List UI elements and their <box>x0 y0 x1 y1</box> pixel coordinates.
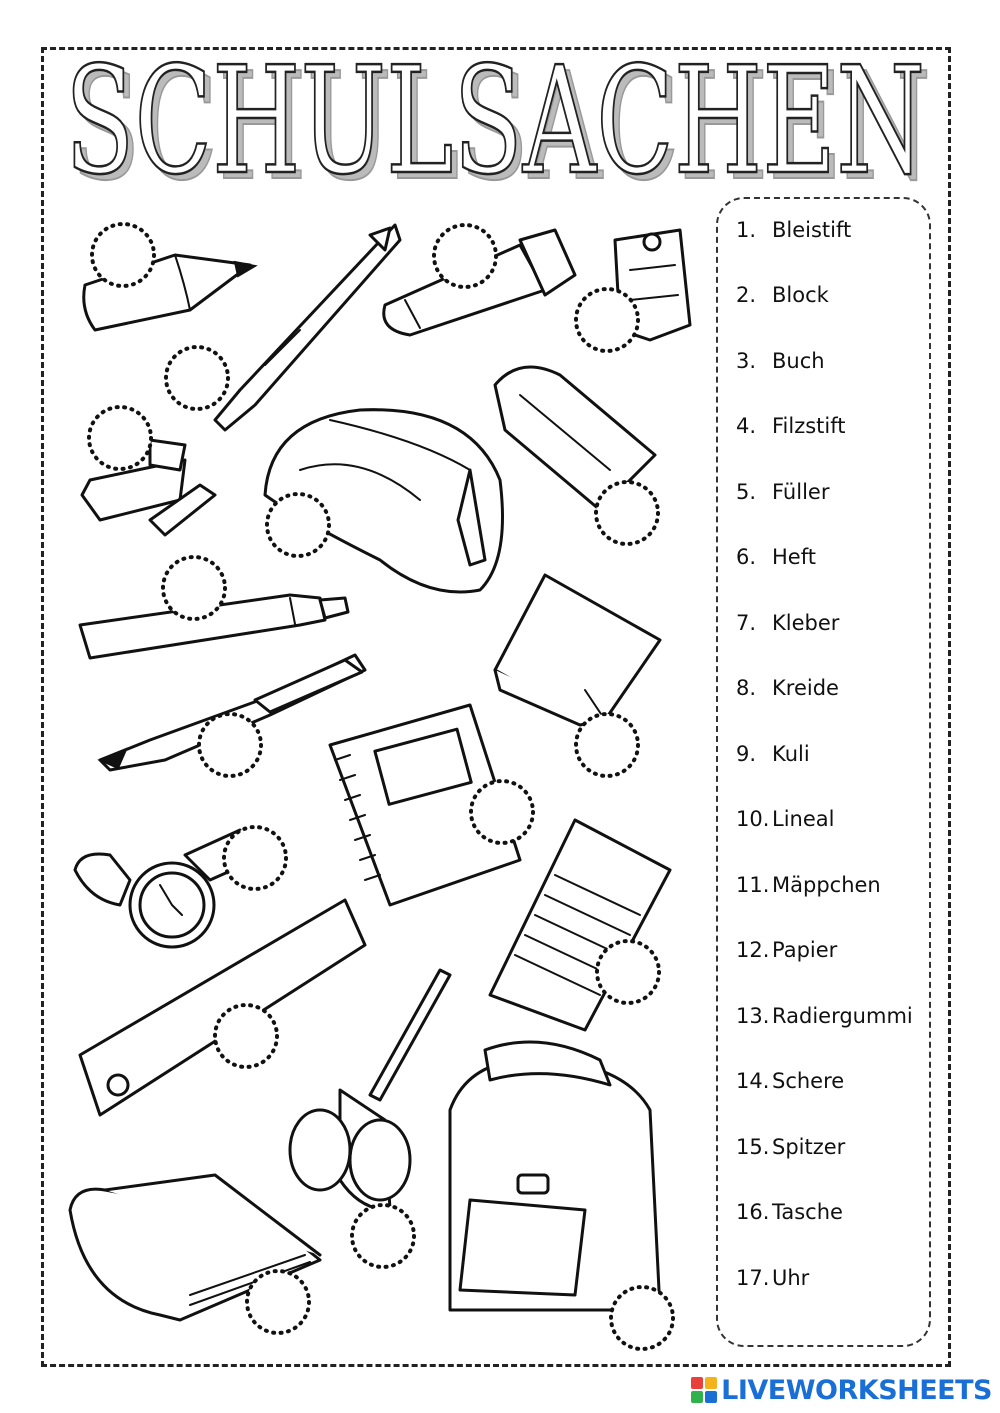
glue-stick-drawing <box>382 228 577 337</box>
answer-circle[interactable] <box>161 555 227 621</box>
word-number: 16. <box>736 1200 770 1224</box>
backpack-drawing <box>448 1040 662 1312</box>
word-bank-item: 1. Bleistift <box>736 218 851 248</box>
word-number: 11. <box>736 873 770 897</box>
word-bank-item: 15.Spitzer <box>736 1135 845 1165</box>
answer-circle[interactable] <box>164 345 230 411</box>
word-bank-item: 11.Mäppchen <box>736 873 881 903</box>
answer-circle[interactable] <box>197 712 263 778</box>
word-number: 13. <box>736 1004 770 1028</box>
fountain-pen-drawing <box>97 653 367 772</box>
title-shadow: SCHULSACHEN <box>71 41 931 200</box>
word-bank <box>716 197 931 1347</box>
word-label: Papier <box>772 938 838 962</box>
word-number: 1. <box>736 218 757 242</box>
sticky-paper-drawing <box>493 573 662 727</box>
word-bank-item: 2. Block <box>736 283 829 313</box>
logo-square-icon <box>691 1377 704 1389</box>
eraser-chalk-drawing <box>80 438 217 537</box>
word-number: 5. <box>736 480 757 504</box>
answer-circle[interactable] <box>222 825 288 891</box>
word-label: Filzstift <box>772 414 846 438</box>
word-label: Füller <box>772 480 830 504</box>
logo-square-icon <box>705 1391 718 1403</box>
word-label: Kreide <box>772 676 839 700</box>
word-label: Buch <box>772 349 825 373</box>
answer-circle[interactable] <box>469 779 535 845</box>
answer-circle[interactable] <box>265 492 331 558</box>
answer-circle[interactable] <box>245 1269 311 1335</box>
word-bank-item: 6. Heft <box>736 545 816 575</box>
word-label: Schere <box>772 1069 845 1093</box>
liveworksheets-logo[interactable]: LIVEWORKSHEETS <box>691 1373 992 1407</box>
word-bank-item: 14.Schere <box>736 1069 844 1099</box>
word-bank-item: 4. Filzstift <box>736 414 846 444</box>
word-number: 6. <box>736 545 757 569</box>
worksheet-title: SCHULSACHEN SCHULSACHEN <box>64 40 932 200</box>
word-number: 4. <box>736 414 757 438</box>
word-label: Block <box>772 283 829 307</box>
pencil-case-drawing <box>263 408 504 594</box>
word-label: Mäppchen <box>772 873 881 897</box>
word-number: 10. <box>736 807 770 831</box>
word-bank-item: 7. Kleber <box>736 611 839 641</box>
word-bank-item: 12.Papier <box>736 938 837 968</box>
notepad-drawing <box>488 818 672 1032</box>
answer-circle[interactable] <box>574 287 640 353</box>
word-label: Radiergummi <box>772 1004 913 1028</box>
word-bank-item: 5. Füller <box>736 480 829 510</box>
word-label: Kleber <box>772 611 840 635</box>
logo-square-icon <box>691 1391 704 1403</box>
word-number: 8. <box>736 676 757 700</box>
word-number: 9. <box>736 742 757 766</box>
word-bank-item: 8. Kreide <box>736 676 839 706</box>
word-number: 12. <box>736 938 770 962</box>
scissors-drawing <box>288 968 452 1212</box>
word-label: Uhr <box>772 1266 810 1290</box>
logo-square-icon <box>705 1377 718 1389</box>
word-bank-item: 17.Uhr <box>736 1266 809 1296</box>
liveworksheets-logo-icon <box>691 1377 718 1403</box>
answer-circle[interactable] <box>90 222 156 288</box>
word-bank-item: 13.Radiergummi <box>736 1004 913 1034</box>
word-number: 2. <box>736 283 757 307</box>
book-drawing <box>68 1173 322 1322</box>
word-label: Lineal <box>772 807 835 831</box>
word-number: 3. <box>736 349 757 373</box>
word-bank-item: 9. Kuli <box>736 742 810 772</box>
answer-circle[interactable] <box>594 480 660 546</box>
liveworksheets-brand-text: LIVEWORKSHEETS <box>721 1374 992 1406</box>
word-bank-item: 16.Tasche <box>736 1200 843 1230</box>
worksheet-border <box>41 47 951 1367</box>
word-number: 17. <box>736 1266 770 1290</box>
word-label: Kuli <box>772 742 810 766</box>
word-number: 7. <box>736 611 757 635</box>
answer-circle[interactable] <box>574 712 640 778</box>
answer-circle[interactable] <box>213 1003 279 1069</box>
answer-circle[interactable] <box>87 405 153 471</box>
word-number: 14. <box>736 1069 770 1093</box>
ballpoint-pen-drawing <box>213 223 402 432</box>
felt-tip-pen-drawing <box>78 593 350 660</box>
word-label: Spitzer <box>772 1135 846 1159</box>
answer-circle[interactable] <box>609 1285 675 1351</box>
word-label: Tasche <box>772 1200 843 1224</box>
notebook-drawing <box>328 703 522 907</box>
word-bank-item: 3. Buch <box>736 349 825 379</box>
word-number: 15. <box>736 1135 770 1159</box>
word-bank-item: 10.Lineal <box>736 807 834 837</box>
word-label: Bleistift <box>772 218 852 242</box>
title-text: SCHULSACHEN <box>65 40 925 200</box>
word-label: Heft <box>772 545 816 569</box>
ruler-drawing <box>78 898 367 1117</box>
answer-circle[interactable] <box>432 223 498 289</box>
answer-circle[interactable] <box>595 939 661 1005</box>
answer-circle[interactable] <box>350 1203 416 1269</box>
